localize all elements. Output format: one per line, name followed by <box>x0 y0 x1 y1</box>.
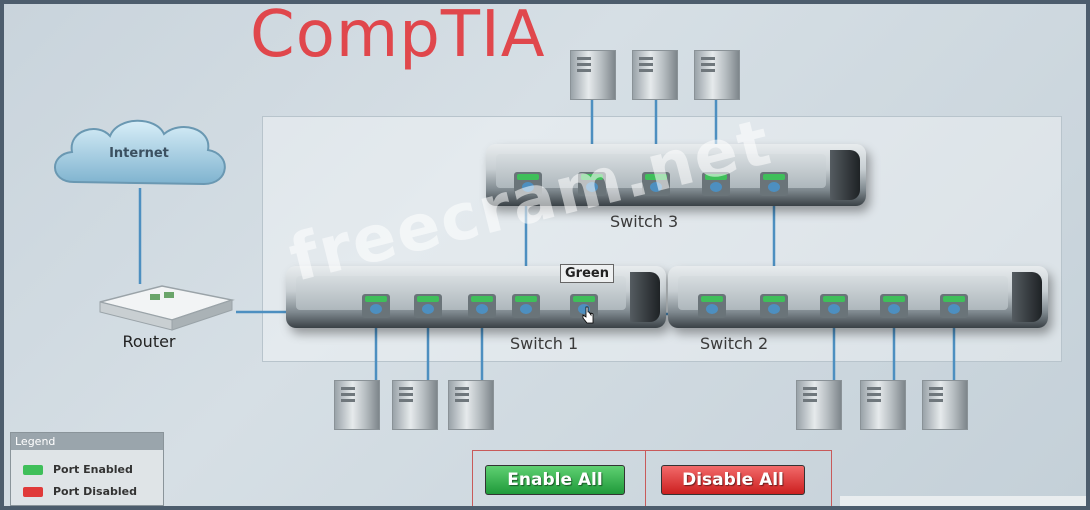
enable-all-button[interactable]: Enable All <box>485 465 625 495</box>
legend-panel: Legend Port Enabled Port Disabled <box>10 432 164 506</box>
legend-item-disabled: Port Disabled <box>23 485 137 498</box>
button-divider <box>645 451 646 506</box>
internet-label: Internet <box>109 146 169 161</box>
server-icon[interactable] <box>570 50 616 100</box>
legend-label-enabled: Port Enabled <box>53 463 133 476</box>
switch-1-port-2[interactable] <box>414 294 442 318</box>
switch-3-side <box>830 150 860 200</box>
comptia-logo: CompTIA <box>250 0 546 72</box>
disable-all-button[interactable]: Disable All <box>661 465 805 495</box>
switch-3-port-4[interactable] <box>702 172 730 196</box>
switch-2-side <box>1012 272 1042 322</box>
switch-2-port-2[interactable] <box>760 294 788 318</box>
switch-2[interactable] <box>668 266 1048 328</box>
server-icon[interactable] <box>392 380 438 430</box>
server-icon[interactable] <box>922 380 968 430</box>
switch-1-label: Switch 1 <box>510 334 579 353</box>
switch-2-port-5[interactable] <box>940 294 968 318</box>
switch-3-label: Switch 3 <box>610 212 679 231</box>
switch-2-label: Switch 2 <box>700 334 769 353</box>
port-status-tooltip: Green <box>560 264 614 283</box>
switch-3-port-3[interactable] <box>642 172 670 196</box>
switch-1-port-4[interactable] <box>512 294 540 318</box>
switch-3-port-1[interactable] <box>514 172 542 196</box>
switch-2-port-3[interactable] <box>820 294 848 318</box>
server-icon[interactable] <box>796 380 842 430</box>
router-label: Router <box>122 332 176 351</box>
hand-cursor-icon <box>582 306 594 324</box>
switch-3-port-2[interactable] <box>578 172 606 196</box>
switch-1-side <box>630 272 660 322</box>
legend-label-disabled: Port Disabled <box>53 485 137 498</box>
switch-2-port-1[interactable] <box>698 294 726 318</box>
network-links <box>138 100 956 390</box>
legend-swatch-disabled <box>23 486 43 497</box>
router-icon[interactable] <box>92 280 238 332</box>
server-icon[interactable] <box>448 380 494 430</box>
switch-1-port-3[interactable] <box>468 294 496 318</box>
server-icon[interactable] <box>860 380 906 430</box>
legend-item-enabled: Port Enabled <box>23 463 133 476</box>
server-icon[interactable] <box>632 50 678 100</box>
switch-3[interactable] <box>486 144 866 206</box>
switch-3-port-5[interactable] <box>760 172 788 196</box>
server-icon[interactable] <box>694 50 740 100</box>
server-icon[interactable] <box>334 380 380 430</box>
switch-1-port-1[interactable] <box>362 294 390 318</box>
legend-title: Legend <box>11 433 163 450</box>
switch-2-port-4[interactable] <box>880 294 908 318</box>
internet-cloud-icon[interactable] <box>44 112 234 194</box>
switch-1[interactable] <box>286 266 666 328</box>
port-control-buttons: Enable All Disable All <box>472 450 832 506</box>
bottom-strip <box>840 496 1086 506</box>
legend-swatch-enabled <box>23 464 43 475</box>
